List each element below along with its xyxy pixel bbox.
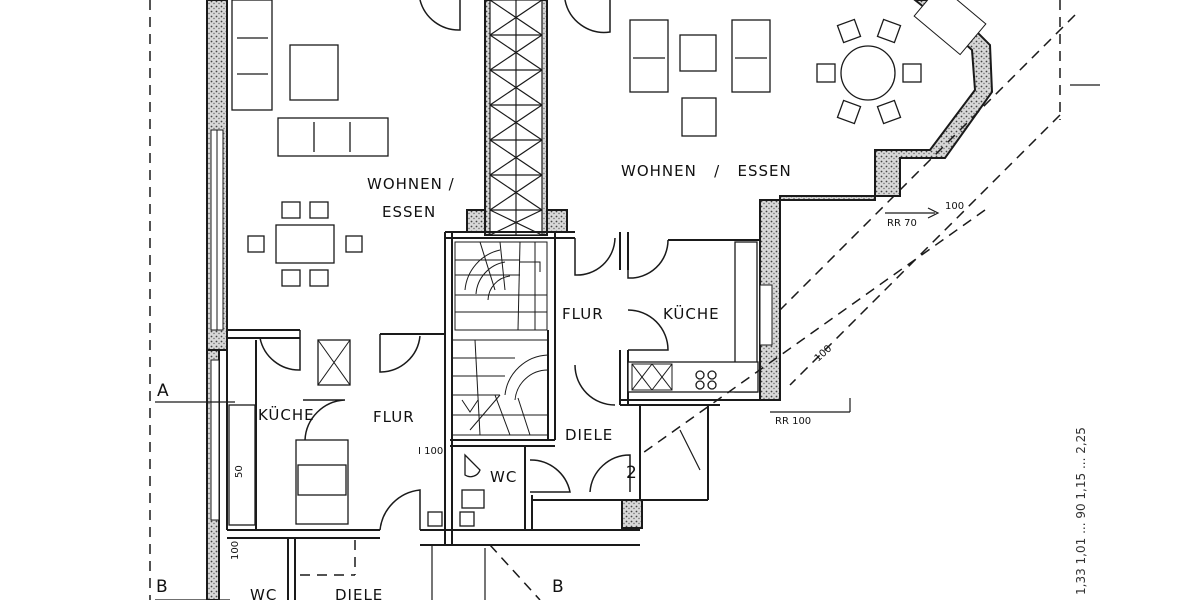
door-swing [574,364,616,406]
room-label-wohnen-essen-left: WOHNEN / [367,175,455,193]
round-table [840,45,896,101]
coffee-table [679,34,717,72]
doors [259,0,669,531]
door-swing [379,489,421,531]
annotation-dim50: 50 [234,465,245,478]
section-markers: A B B [156,381,564,597]
door-swing [627,309,669,351]
door-swing [529,459,571,493]
door-swing [627,238,669,279]
annotation-dim100-vert: 100 [230,541,241,560]
room-label-flur-left: FLUR [373,408,415,426]
section-marker-b-left: B [156,577,168,597]
toilet [464,453,481,478]
annotation-dim100-top: 100 [945,201,964,212]
shaft-lattice [489,0,543,236]
room-label-flur-right: FLUR [562,305,604,323]
door-swing [419,0,461,31]
pillar [546,209,568,233]
dashed-lines [149,0,1076,600]
furniture [228,0,922,527]
armchair [731,19,771,93]
dining-table [275,224,335,264]
section-lines [155,84,1100,600]
door-swing [564,0,611,34]
pillar [466,209,486,233]
sofa [231,0,273,111]
door-swing [303,399,346,441]
room-label-wohnen-essen-right: WOHNEN / ESSEN [621,162,792,180]
annotations: RR 70 100 RR 100 100 I 100 2 50 100 1,33… [230,201,1088,595]
room-label-wc-center: WC [490,468,517,486]
annotation-rr70: RR 70 [887,218,917,229]
room-label-kueche-left: KÜCHE [258,405,315,424]
annotation-edge-dims: 1,33 1,01 ... 90 1,15 ... 2,25 [1074,427,1088,595]
room-label-diele-center: DIELE [565,426,613,444]
door-swing [259,330,301,371]
annotation-dim100-diag: 100 [813,343,835,364]
section-marker-b-bottom: B [552,577,564,597]
room-label-wc-bottom: WC [250,586,277,600]
door-swing [589,454,631,493]
door-swing [574,237,616,276]
annotation-rr100: RR 100 [775,416,811,427]
room-label-diele-bottom: DIELE [335,586,383,600]
kitchen-counter-bottom [627,361,759,393]
armchair [629,19,669,93]
annotation-step-2: 2 [626,463,637,483]
windows [210,0,987,521]
stairs-upper [454,241,548,331]
room-labels: WOHNEN / ESSEN WOHNEN / ESSEN KÜCHE KÜCH… [250,162,792,600]
sofa-bottom [277,117,389,157]
pillar [621,499,643,529]
section-marker-a: A [157,381,169,401]
cabinet-crosses [317,339,673,391]
room-label-kueche-right: KÜCHE [663,304,720,323]
door-swing [379,334,421,373]
armchair [289,44,339,101]
footstool [681,97,717,137]
sink [461,489,485,509]
kitchen-counter [228,404,256,526]
annotation-i100: I 100 [418,446,443,457]
room-label-wohnen-essen-left-2: ESSEN [382,203,436,221]
stairs-lower [451,339,549,436]
interior-walls [226,231,760,600]
